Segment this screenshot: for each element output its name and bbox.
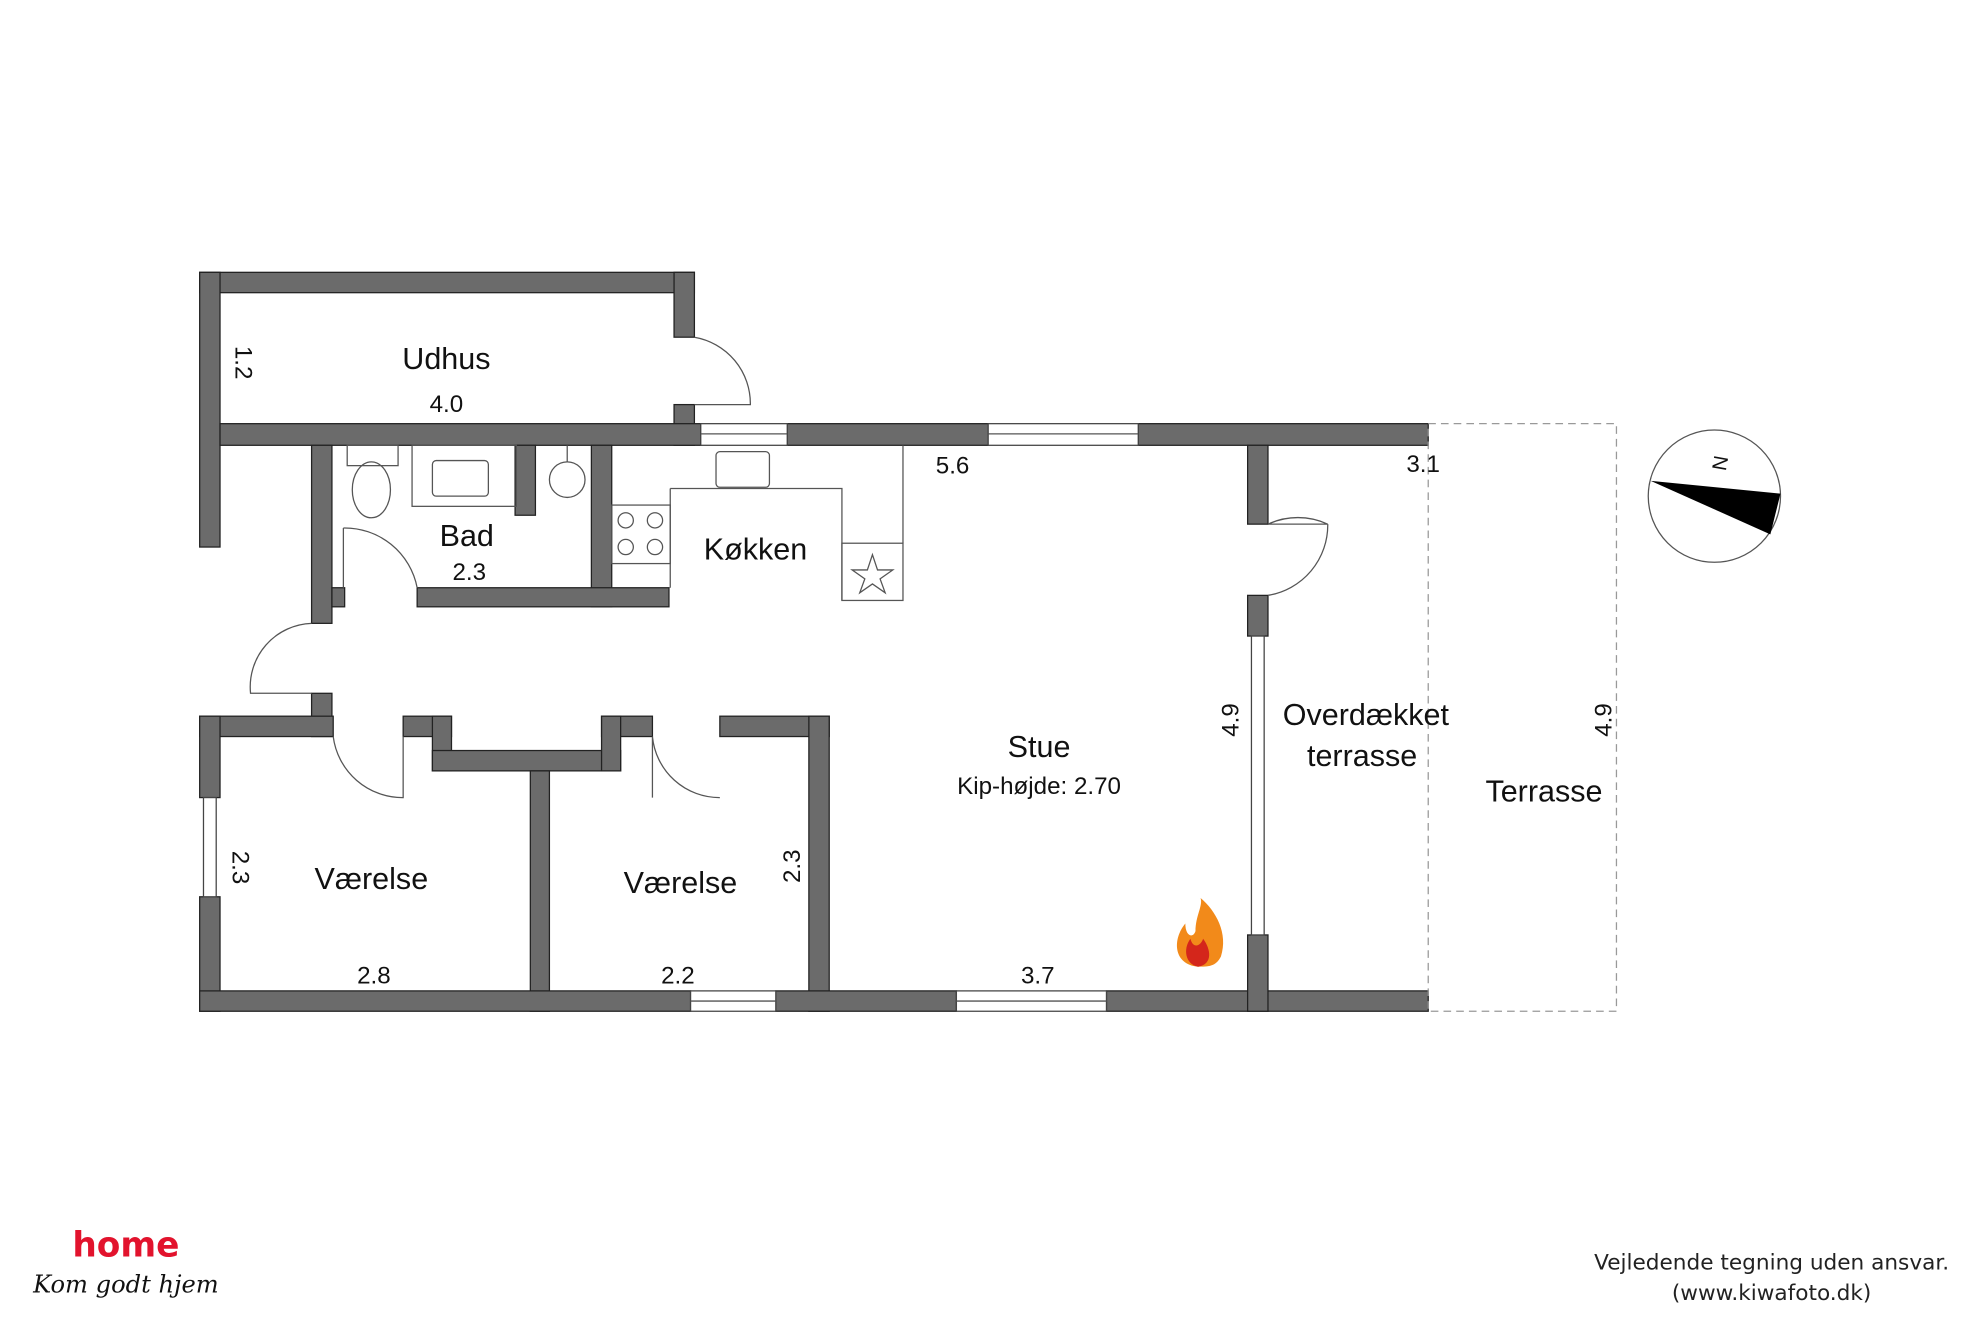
kitchen-sink-icon bbox=[715, 451, 771, 488]
svg-text:2.2: 2.2 bbox=[661, 962, 695, 989]
svg-text:(www.kiwafoto.dk): (www.kiwafoto.dk) bbox=[1672, 1281, 1871, 1306]
windows bbox=[202, 423, 1265, 1012]
svg-text:home: home bbox=[72, 1226, 179, 1266]
room-bad: Bad bbox=[440, 519, 494, 553]
svg-text:1.2: 1.2 bbox=[229, 346, 256, 380]
stove-icon bbox=[611, 504, 671, 565]
room-vaerelse-1: Værelse bbox=[315, 862, 429, 896]
room-labels: Udhus Bad Køkken Stue Kip-højde: 2.70 Væ… bbox=[315, 342, 1603, 900]
toilet-icon bbox=[346, 444, 399, 467]
room-kokken: Køkken bbox=[704, 533, 807, 567]
svg-text:4.9: 4.9 bbox=[1590, 703, 1617, 737]
svg-text:3.1: 3.1 bbox=[1406, 451, 1440, 478]
bath-sink-icon bbox=[411, 444, 517, 507]
disclaimer: Vejledende tegning uden ansvar. (www.kiw… bbox=[1594, 1250, 1949, 1306]
svg-text:2.8: 2.8 bbox=[357, 962, 391, 989]
room-stue: Stue bbox=[1008, 730, 1071, 764]
room-vaerelse-2: Værelse bbox=[624, 866, 738, 900]
room-overdaekket-2: terrasse bbox=[1307, 739, 1417, 773]
svg-text:Kom godt hjem: Kom godt hjem bbox=[32, 1270, 219, 1298]
walls bbox=[199, 271, 1429, 1012]
terrace-outline bbox=[1427, 423, 1618, 1012]
svg-text:3.7: 3.7 bbox=[1021, 962, 1055, 989]
svg-text:Vejledende tegning uden ansvar: Vejledende tegning uden ansvar. bbox=[1594, 1250, 1949, 1275]
fixtures bbox=[346, 444, 904, 602]
svg-text:2.3: 2.3 bbox=[779, 849, 806, 883]
fridge-icon bbox=[841, 542, 904, 602]
svg-text:5.6: 5.6 bbox=[936, 452, 970, 479]
svg-text:2.3: 2.3 bbox=[452, 559, 486, 586]
room-overdaekket: Overdækket bbox=[1283, 698, 1450, 732]
compass-icon: N bbox=[1647, 429, 1782, 563]
brand-logo: home Kom godt hjem bbox=[32, 1226, 219, 1299]
stue-ceiling-height: Kip-højde: 2.70 bbox=[957, 773, 1121, 800]
fireplace-icon bbox=[1176, 898, 1224, 967]
room-terrasse: Terrasse bbox=[1485, 774, 1602, 808]
svg-text:N: N bbox=[1707, 454, 1731, 472]
svg-text:4.0: 4.0 bbox=[430, 391, 464, 418]
svg-text:2.3: 2.3 bbox=[227, 851, 254, 885]
shower-icon bbox=[548, 461, 586, 499]
room-udhus: Udhus bbox=[402, 342, 490, 376]
svg-text:4.9: 4.9 bbox=[1218, 703, 1245, 737]
star-icon bbox=[850, 552, 895, 595]
dimension-labels: 4.0 1.2 2.3 5.6 3.1 4.9 4.9 2.3 2.8 2.2 … bbox=[227, 346, 1618, 989]
doors bbox=[249, 336, 1329, 799]
